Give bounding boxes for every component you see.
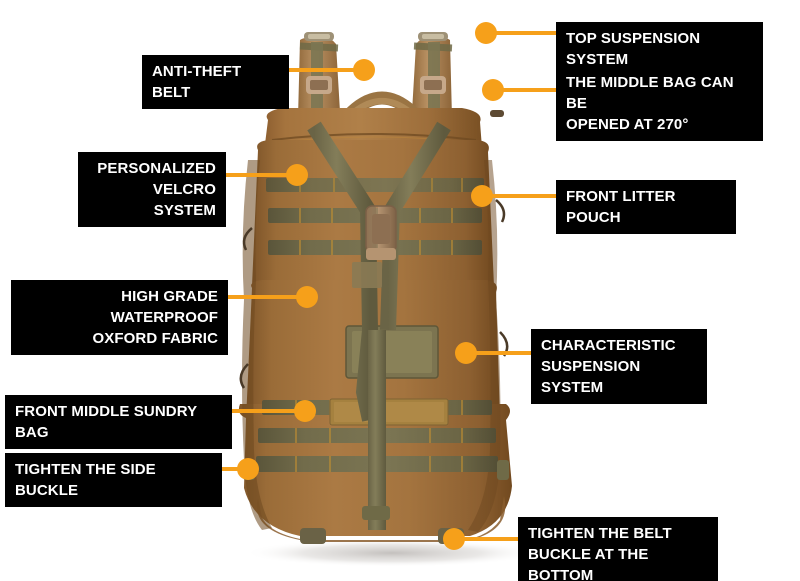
leader-line-high-grade-waterproof-oxford-fabric [226,295,308,299]
leader-dot-anti-theft-belt[interactable] [353,59,375,81]
callout-label-anti-theft-belt: ANTI-THEFT BELT [142,55,289,109]
callout-label-tighten-the-belt-buckle-at-the-bottom: TIGHTEN THE BELT BUCKLE AT THE BOTTOM [518,517,718,581]
callout-label-high-grade-waterproof-oxford-fabric: HIGH GRADE WATERPROOF OXFORD FABRIC [11,280,228,355]
leader-line-middle-bag-270 [500,88,558,92]
callout-label-front-middle-sundry-bag: FRONT MIDDLE SUNDRY BAG [5,395,232,449]
leader-dot-tighten-the-side-buckle[interactable] [237,458,259,480]
leader-dot-middle-bag-270[interactable] [482,79,504,101]
leader-dot-front-middle-sundry-bag[interactable] [294,400,316,422]
callout-label-personalized-velcro-system: PERSONALIZED VELCRO SYSTEM [78,152,226,227]
callout-label-front-litter-pouch: FRONT LITTER POUCH [556,180,736,234]
center-compression-strap [307,121,451,530]
leader-line-characteristic-suspension-system [473,351,533,355]
leader-dot-high-grade-waterproof-oxford-fabric[interactable] [296,286,318,308]
velcro-name-tape [329,398,449,426]
leader-dot-characteristic-suspension-system[interactable] [455,342,477,364]
leader-line-tighten-the-belt-buckle-at-the-bottom [460,537,520,541]
leader-line-anti-theft-belt [287,68,363,72]
leader-dot-top-suspension-system[interactable] [475,22,497,44]
leader-line-front-middle-sundry-bag [230,409,310,413]
leader-dot-personalized-velcro-system[interactable] [286,164,308,186]
leader-line-personalized-velcro-system [224,173,297,177]
callout-label-tighten-the-side-buckle: TIGHTEN THE SIDE BUCKLE [5,453,222,507]
leader-dot-front-litter-pouch[interactable] [471,185,493,207]
callout-label-characteristic-suspension-system: CHARACTERISTIC SUSPENSION SYSTEM [531,329,707,404]
callout-label-middle-bag-270: THE MIDDLE BAG CAN BE OPENED AT 270° [556,66,763,141]
leader-dot-tighten-the-belt-buckle-at-the-bottom[interactable] [443,528,465,550]
leader-line-front-litter-pouch [490,194,558,198]
leader-line-top-suspension-system [496,31,558,35]
